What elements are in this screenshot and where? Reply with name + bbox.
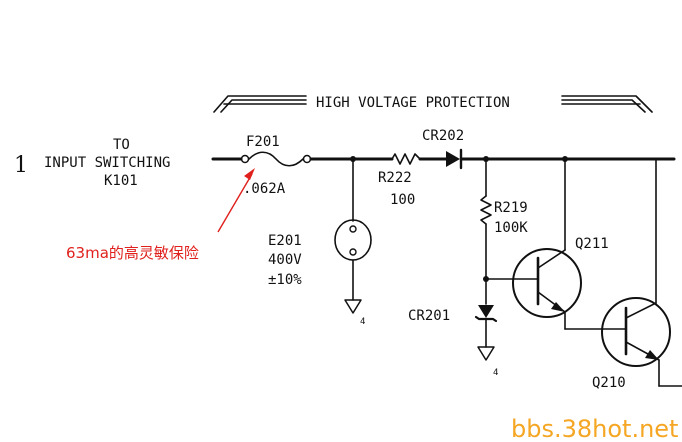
input-label-to: TO	[113, 137, 130, 153]
input-label-input-switching: INPUT SWITCHING	[44, 155, 170, 171]
input-label-k101: K101	[104, 173, 138, 189]
zener-cr201-symbol	[474, 305, 498, 361]
e201-ref: E201	[268, 233, 302, 249]
e201-voltage: 400V	[268, 252, 302, 268]
r222-value: 100	[390, 192, 415, 208]
section-title: HIGH VOLTAGE PROTECTION	[316, 95, 510, 111]
cr201-ref: CR201	[408, 308, 450, 324]
cr202-ref: CR202	[422, 128, 464, 144]
watermark-text: bbs.38hot.net	[511, 415, 678, 442]
diode-cr202-symbol	[446, 148, 463, 170]
q210-ref: Q210	[592, 375, 626, 391]
ground-label: 4	[493, 368, 498, 378]
annotation-text: 63ma的高灵敏保险	[66, 244, 199, 262]
fuse-value: .062A	[243, 181, 286, 197]
ground-label: 4	[360, 317, 365, 327]
ground-symbol	[344, 299, 362, 314]
r219-value: 100K	[494, 220, 528, 236]
pin-number: 1	[14, 153, 28, 178]
annotation-arrow	[217, 168, 255, 233]
r219-ref: R219	[494, 200, 528, 216]
q211-base-wire	[483, 276, 514, 282]
fuse-ref: F201	[246, 134, 280, 150]
q211-ref: Q211	[575, 236, 609, 252]
e201-tolerance: ±10%	[268, 272, 302, 288]
resistor-r219-symbol	[480, 156, 492, 305]
resistor-r222-symbol	[391, 153, 421, 165]
r222-ref: R222	[378, 170, 412, 186]
fuse-f201-symbol	[240, 151, 312, 167]
section-title-bracket	[213, 95, 653, 113]
capacitor-e201-symbol	[334, 156, 372, 301]
transistor-q210-symbol	[601, 158, 682, 387]
transistor-q211-symbol	[512, 156, 627, 330]
